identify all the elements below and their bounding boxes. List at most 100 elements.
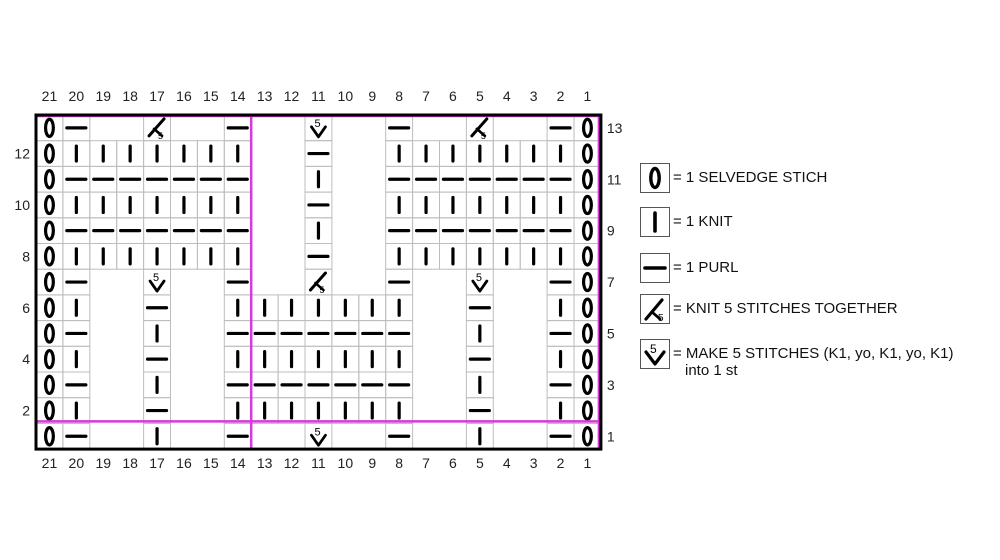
make-5-stitches-number: 5 — [314, 118, 320, 130]
selvedge-stitch-symbol — [43, 374, 55, 396]
column-number-top: 5 — [476, 88, 484, 104]
knit-5-together-symbol: 5 — [147, 117, 166, 141]
knit-5-together-stroke — [314, 281, 325, 292]
knit-5-together-stroke — [475, 127, 487, 138]
row-number-left: 12 — [14, 146, 30, 162]
column-number-top: 14 — [230, 88, 246, 104]
make-5-stitches-icon: 5 — [640, 339, 670, 369]
selvedge-stitch-symbol — [581, 348, 593, 370]
selvedge-stitch-icon — [640, 163, 670, 193]
legend-item-make5: 5 = MAKE 5 STITCHES (K1, yo, K1, yo, K1)… — [640, 339, 954, 379]
knit-5-together-symbol: 5 — [308, 271, 327, 295]
column-number-top: 21 — [42, 88, 58, 104]
selvedge-stitch-symbol — [43, 348, 55, 370]
knit-5-together-stroke — [152, 127, 164, 138]
column-number-top: 7 — [422, 88, 430, 104]
make-5-stitches-stroke — [310, 433, 327, 447]
row-number-right: 13 — [607, 120, 623, 136]
selvedge-stitch-symbol — [43, 169, 55, 190]
selvedge-stitch-symbol — [43, 426, 55, 447]
knit-5-together-icon: 5 — [640, 294, 670, 324]
column-number-bottom: 19 — [95, 455, 111, 471]
make-5-stitches-number: 5 — [314, 426, 320, 438]
column-number-bottom: 8 — [395, 455, 403, 471]
selvedge-stitch-symbol — [43, 323, 55, 344]
legend-label-k5tog: = KNIT 5 STITCHES TOGETHER — [673, 300, 898, 317]
make-5-stitches-symbol: 5 — [310, 118, 327, 139]
column-number-bottom: 11 — [311, 455, 326, 471]
make-5-stitches-symbol: 5 — [310, 426, 327, 447]
make-5-stitches-symbol: 5 — [471, 272, 489, 293]
column-number-bottom: 7 — [422, 455, 430, 471]
knit-5-together-number: 5 — [319, 285, 324, 295]
selvedge-stitch-symbol — [581, 426, 593, 447]
svg-text:5: 5 — [658, 313, 664, 323]
selvedge-stitch-symbol — [43, 400, 55, 421]
row-number-right: 9 — [607, 223, 615, 239]
selvedge-stitch-symbol — [581, 194, 593, 216]
row-number-right: 3 — [607, 377, 615, 393]
legend-label-make5: = MAKE 5 STITCHES (K1, yo, K1, yo, K1) i… — [673, 345, 954, 379]
column-number-bottom: 5 — [476, 455, 484, 471]
column-number-bottom: 21 — [42, 455, 58, 471]
chart-grid — [35, 114, 602, 450]
column-number-bottom: 6 — [449, 455, 457, 471]
row-number-left: 4 — [22, 351, 30, 367]
row-number-left: 10 — [14, 197, 30, 213]
selvedge-stitch-symbol — [581, 117, 593, 139]
column-number-top: 9 — [368, 88, 376, 104]
selvedge-stitch-symbol — [43, 297, 55, 318]
column-number-bottom: 9 — [368, 455, 376, 471]
column-number-bottom: 15 — [203, 455, 219, 471]
legend-item-purl: = 1 PURL — [640, 253, 738, 283]
column-number-bottom: 3 — [530, 455, 538, 471]
selvedge-stitch-symbol — [43, 271, 55, 293]
legend-item-k5tog: 5 = KNIT 5 STITCHES TOGETHER — [640, 294, 898, 324]
knit-5-together-stroke — [308, 271, 327, 292]
make-5-stitches-stroke — [471, 279, 489, 293]
knit-5-together-number: 5 — [481, 131, 486, 141]
column-number-top: 6 — [449, 88, 457, 104]
column-number-top: 15 — [203, 88, 219, 104]
chart-labels: 2121202019191818171716161515141413131212… — [14, 88, 622, 471]
selvedge-stitch-symbol — [43, 194, 55, 216]
column-number-top: 19 — [95, 88, 111, 104]
selvedge-stitch-symbol — [43, 246, 55, 267]
legend-item-selvedge: = 1 SELVEDGE STICH — [640, 163, 827, 193]
column-number-top: 1 — [584, 88, 592, 104]
column-number-bottom: 2 — [557, 455, 565, 471]
row-number-right: 1 — [607, 428, 615, 444]
selvedge-stitch-symbol — [43, 117, 55, 139]
knit-5-together-number: 5 — [158, 131, 163, 141]
selvedge-stitch-symbol — [43, 220, 55, 241]
column-number-top: 12 — [284, 88, 300, 104]
svg-text:5: 5 — [650, 342, 657, 356]
column-number-bottom: 20 — [69, 455, 85, 471]
selvedge-stitch-symbol — [581, 297, 593, 318]
column-number-bottom: 17 — [149, 455, 165, 471]
selvedge-stitch-symbol — [581, 220, 593, 241]
column-number-bottom: 10 — [338, 455, 354, 471]
column-number-top: 20 — [69, 88, 85, 104]
make-5-stitches-number: 5 — [153, 272, 159, 284]
knit-stitch-icon — [640, 207, 670, 237]
column-number-bottom: 12 — [284, 455, 300, 471]
column-number-top: 3 — [530, 88, 538, 104]
knit-5-together-stroke — [470, 117, 489, 138]
knit-5-together-stroke — [147, 117, 166, 138]
row-number-right: 11 — [607, 171, 622, 187]
chart-symbols: 5 5 5 5 5 5 5 — [43, 117, 593, 447]
chart-border — [34, 113, 603, 451]
column-number-top: 18 — [122, 88, 138, 104]
column-number-top: 2 — [557, 88, 565, 104]
make-5-stitches-stroke — [310, 125, 327, 139]
selvedge-stitch-symbol — [581, 374, 593, 396]
column-number-bottom: 18 — [122, 455, 138, 471]
legend-item-knit: = 1 KNIT — [640, 207, 733, 237]
column-number-bottom: 4 — [503, 455, 511, 471]
selvedge-stitch-symbol — [581, 323, 593, 344]
column-number-top: 16 — [176, 88, 192, 104]
selvedge-stitch-symbol — [581, 400, 593, 421]
row-number-left: 8 — [22, 248, 30, 264]
